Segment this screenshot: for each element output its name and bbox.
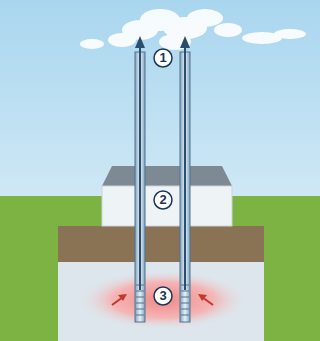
callout-number: 1 [154,49,172,67]
callout-number: 2 [154,191,172,209]
house-roof [102,166,232,186]
heat-zone [78,270,248,330]
perforations [136,285,189,315]
sky [0,0,320,200]
flow-arrow [135,36,190,290]
callout-circle [154,49,172,305]
callout-number: 3 [154,287,172,305]
steam [80,9,306,50]
house-wall [102,186,232,226]
rock-layer [58,262,264,341]
soil-layer [58,226,264,262]
